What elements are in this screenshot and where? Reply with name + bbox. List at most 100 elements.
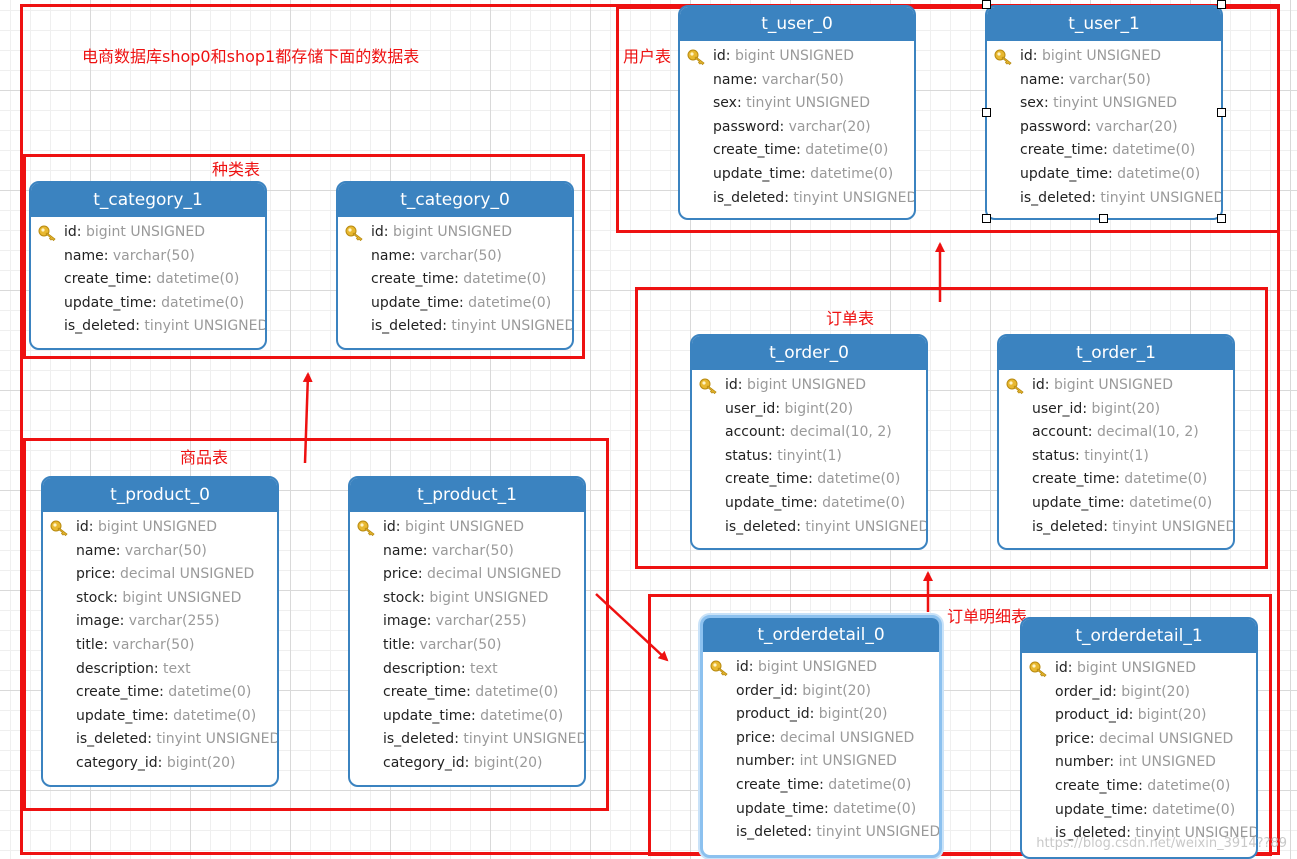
field-row[interactable]: product_id: bigint(20) bbox=[1022, 704, 1256, 728]
field-row[interactable]: create_time: datetime(0) bbox=[692, 468, 926, 492]
field-row[interactable]: update_time: datetime(0) bbox=[692, 492, 926, 516]
table-header[interactable]: t_order_1 bbox=[999, 336, 1233, 370]
table-header[interactable]: t_orderdetail_1 bbox=[1022, 619, 1256, 653]
field-row[interactable]: is_deleted: tinyint UNSIGNED bbox=[31, 315, 265, 339]
field-row[interactable]: create_time: datetime(0) bbox=[43, 681, 277, 705]
field-row[interactable]: id: bigint UNSIGNED bbox=[703, 656, 939, 680]
field-row[interactable]: is_deleted: tinyint UNSIGNED bbox=[987, 187, 1221, 211]
field-row[interactable]: price: decimal UNSIGNED bbox=[43, 563, 277, 587]
resize-handle-top-left[interactable] bbox=[982, 0, 991, 9]
field-row[interactable]: price: decimal UNSIGNED bbox=[703, 727, 939, 751]
field-row[interactable]: update_time: datetime(0) bbox=[350, 705, 584, 729]
table-header[interactable]: t_user_0 bbox=[680, 7, 914, 41]
field-row[interactable]: name: varchar(50) bbox=[31, 245, 265, 269]
field-row[interactable]: sex: tinyint UNSIGNED bbox=[987, 92, 1221, 116]
field-row[interactable]: user_id: bigint(20) bbox=[692, 398, 926, 422]
field-row[interactable]: product_id: bigint(20) bbox=[703, 703, 939, 727]
field-row[interactable]: id: bigint UNSIGNED bbox=[999, 374, 1233, 398]
field-row[interactable]: category_id: bigint(20) bbox=[43, 752, 277, 776]
field-row[interactable]: sex: tinyint UNSIGNED bbox=[680, 92, 914, 116]
resize-handle-middle-left[interactable] bbox=[982, 108, 991, 117]
field-row[interactable]: create_time: datetime(0) bbox=[1022, 775, 1256, 799]
field-row[interactable]: id: bigint UNSIGNED bbox=[692, 374, 926, 398]
field-row[interactable]: title: varchar(50) bbox=[350, 634, 584, 658]
field-row[interactable]: number: int UNSIGNED bbox=[1022, 751, 1256, 775]
field-row[interactable]: id: bigint UNSIGNED bbox=[680, 45, 914, 69]
field-row[interactable]: update_time: datetime(0) bbox=[987, 163, 1221, 187]
field-row[interactable]: update_time: datetime(0) bbox=[43, 705, 277, 729]
field-row[interactable]: create_time: datetime(0) bbox=[350, 681, 584, 705]
resize-handle-bottom-middle[interactable] bbox=[1099, 214, 1108, 223]
field-row[interactable]: update_time: datetime(0) bbox=[31, 292, 265, 316]
resize-handle-top-right[interactable] bbox=[1217, 0, 1226, 9]
field-row[interactable]: stock: bigint UNSIGNED bbox=[350, 587, 584, 611]
table-header[interactable]: t_order_0 bbox=[692, 336, 926, 370]
table-header[interactable]: t_product_1 bbox=[350, 478, 584, 512]
field-row[interactable]: update_time: datetime(0) bbox=[999, 492, 1233, 516]
field-row[interactable]: name: varchar(50) bbox=[338, 245, 572, 269]
table-header[interactable]: t_user_1 bbox=[987, 7, 1221, 41]
table-header[interactable]: t_category_0 bbox=[338, 183, 572, 217]
field-row[interactable]: is_deleted: tinyint UNSIGNED bbox=[43, 728, 277, 752]
field-row[interactable]: name: varchar(50) bbox=[987, 69, 1221, 93]
field-row[interactable]: status: tinyint(1) bbox=[692, 445, 926, 469]
field-row[interactable]: is_deleted: tinyint UNSIGNED bbox=[999, 516, 1233, 540]
field-row[interactable]: create_time: datetime(0) bbox=[703, 774, 939, 798]
field-row[interactable]: is_deleted: tinyint UNSIGNED bbox=[338, 315, 572, 339]
field-row[interactable]: password: varchar(20) bbox=[680, 116, 914, 140]
field-row[interactable]: update_time: datetime(0) bbox=[703, 798, 939, 822]
field-row[interactable]: is_deleted: tinyint UNSIGNED bbox=[703, 821, 939, 845]
table-header[interactable]: t_orderdetail_0 bbox=[703, 618, 939, 652]
field-row[interactable]: description: text bbox=[350, 658, 584, 682]
field-row[interactable]: order_id: bigint(20) bbox=[703, 680, 939, 704]
field-row[interactable]: name: varchar(50) bbox=[680, 69, 914, 93]
field-row[interactable]: create_time: datetime(0) bbox=[999, 468, 1233, 492]
field-row[interactable]: is_deleted: tinyint UNSIGNED bbox=[350, 728, 584, 752]
field-row[interactable]: id: bigint UNSIGNED bbox=[43, 516, 277, 540]
field-row[interactable]: order_id: bigint(20) bbox=[1022, 681, 1256, 705]
field-row[interactable]: description: text bbox=[43, 658, 277, 682]
field-row[interactable]: account: decimal(10, 2) bbox=[692, 421, 926, 445]
field-row[interactable]: update_time: datetime(0) bbox=[680, 163, 914, 187]
field-row[interactable]: create_time: datetime(0) bbox=[31, 268, 265, 292]
field-row[interactable]: title: varchar(50) bbox=[43, 634, 277, 658]
field-row[interactable]: is_deleted: tinyint UNSIGNED bbox=[1022, 822, 1256, 846]
field-row[interactable]: price: decimal UNSIGNED bbox=[1022, 728, 1256, 752]
field-row[interactable]: number: int UNSIGNED bbox=[703, 750, 939, 774]
field-row[interactable]: id: bigint UNSIGNED bbox=[338, 221, 572, 245]
field-row[interactable]: id: bigint UNSIGNED bbox=[987, 45, 1221, 69]
field-row[interactable]: account: decimal(10, 2) bbox=[999, 421, 1233, 445]
field-row[interactable]: id: bigint UNSIGNED bbox=[1022, 657, 1256, 681]
field-row[interactable]: is_deleted: tinyint UNSIGNED bbox=[680, 187, 914, 211]
table-header[interactable]: t_product_0 bbox=[43, 478, 277, 512]
field-row[interactable]: create_time: datetime(0) bbox=[680, 139, 914, 163]
field-row[interactable]: user_id: bigint(20) bbox=[999, 398, 1233, 422]
field-row[interactable]: password: varchar(20) bbox=[987, 116, 1221, 140]
field-row[interactable]: create_time: datetime(0) bbox=[987, 139, 1221, 163]
field-row[interactable]: id: bigint UNSIGNED bbox=[31, 221, 265, 245]
field-row[interactable]: price: decimal UNSIGNED bbox=[350, 563, 584, 587]
field-row[interactable]: image: varchar(255) bbox=[43, 610, 277, 634]
field-row[interactable]: is_deleted: tinyint UNSIGNED bbox=[692, 516, 926, 540]
resize-handle-bottom-left[interactable] bbox=[982, 214, 991, 223]
field-row[interactable]: name: varchar(50) bbox=[43, 540, 277, 564]
field-row[interactable]: create_time: datetime(0) bbox=[338, 268, 572, 292]
field-row[interactable]: update_time: datetime(0) bbox=[1022, 799, 1256, 823]
field-row[interactable]: stock: bigint UNSIGNED bbox=[43, 587, 277, 611]
field-row[interactable]: name: varchar(50) bbox=[350, 540, 584, 564]
resize-handle-middle-right[interactable] bbox=[1217, 108, 1226, 117]
resize-handle-bottom-right[interactable] bbox=[1217, 214, 1226, 223]
field-row[interactable]: image: varchar(255) bbox=[350, 610, 584, 634]
field-row[interactable]: category_id: bigint(20) bbox=[350, 752, 584, 776]
field-row[interactable]: status: tinyint(1) bbox=[999, 445, 1233, 469]
